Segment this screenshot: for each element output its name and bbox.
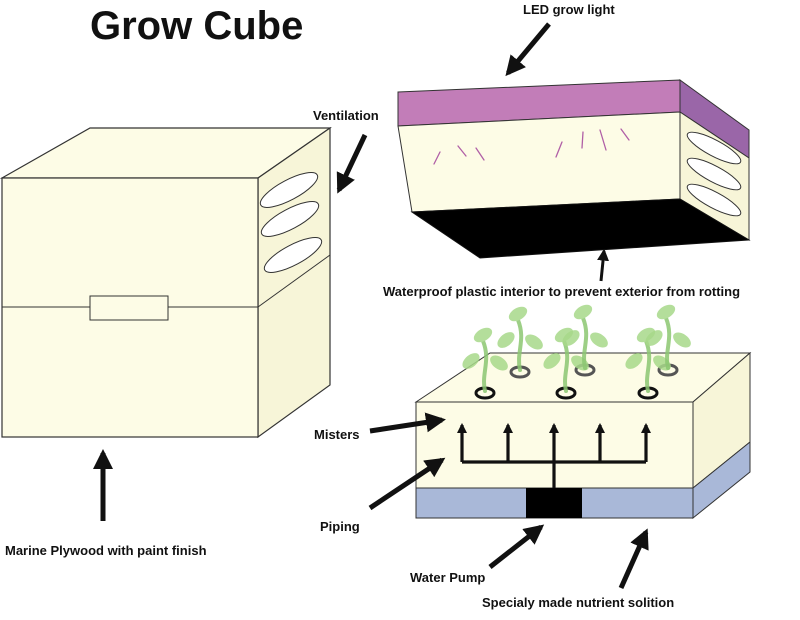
- arrow-nutrient: [618, 528, 649, 590]
- led-vent-slots: [686, 131, 742, 217]
- arrow-waterproof: [597, 248, 610, 282]
- label-ventilation: Ventilation: [313, 108, 379, 123]
- cube-vent-slots: [259, 172, 323, 273]
- label-marine-plywood: Marine Plywood with paint finish: [5, 543, 207, 558]
- seedlings: [462, 304, 691, 393]
- diagram-title: Grow Cube: [90, 4, 304, 48]
- cube-side-face: [257, 126, 331, 439]
- seedling: [497, 306, 543, 372]
- arrow-misters: [369, 412, 446, 434]
- label-water-pump: Water Pump: [410, 570, 486, 585]
- seedling: [562, 304, 608, 370]
- label-nutrient-solution: Specialy made nutrient solition: [482, 595, 675, 610]
- arrow-pump: [488, 524, 545, 569]
- cube-handle: [89, 295, 169, 321]
- callout-arrows: [93, 22, 649, 590]
- label-waterproof-interior: Waterproof plastic interior to prevent e…: [383, 284, 741, 299]
- arrow-ventilation: [336, 133, 368, 194]
- plywood-cube: [0, 126, 332, 439]
- arrow-led: [505, 22, 551, 77]
- label-piping: Piping: [320, 519, 360, 534]
- label-misters: Misters: [314, 427, 360, 442]
- seedling: [543, 327, 589, 393]
- label-led-grow-light: LED grow light: [523, 2, 615, 17]
- piping-network: [456, 422, 652, 488]
- water-pump-block: [526, 488, 582, 518]
- nutrient-reservoir-side: [692, 440, 751, 520]
- seedling: [645, 304, 691, 370]
- led-lid-front-face: [397, 111, 681, 213]
- led-light-rays: [433, 128, 630, 165]
- led-lid: [397, 79, 751, 259]
- arrow-piping: [368, 457, 446, 511]
- led-lid-underside: [410, 198, 751, 259]
- seedling: [462, 327, 508, 393]
- grow-base: [414, 351, 752, 520]
